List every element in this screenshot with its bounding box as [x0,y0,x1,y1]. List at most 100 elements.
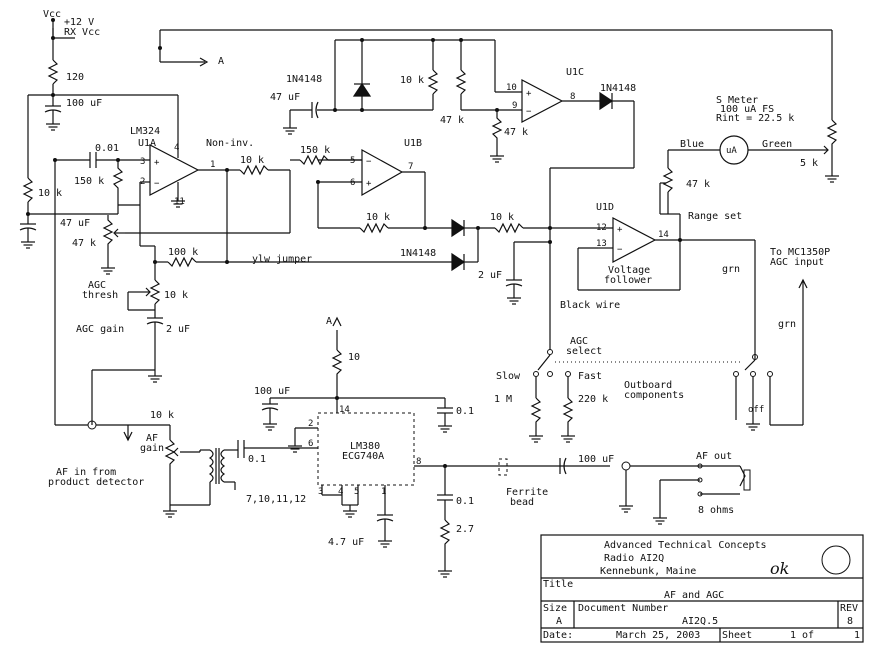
opamp-u1d [478,217,756,360]
label-black-wire: Black wire [560,300,620,311]
label-r10k-u1b: 10 k [366,212,390,223]
u1d-plus: + [617,225,623,235]
opamp-u1b [290,148,480,238]
u1d-minus: − [617,245,623,255]
opamp-u1a [53,95,290,425]
label-lm380-2: ECG740A [342,451,384,462]
u1c-minus: − [526,107,532,117]
label-r5k: 5 k [800,158,818,169]
title-block-text: Advanced Technical Concepts Radio AI2Q K… [543,540,860,641]
label-range-set: Range set [688,211,742,222]
label-to-mc1350-1: To MC1350P [770,247,830,258]
tb-sheet-of: 1 of [790,630,814,641]
title-block [540,534,864,643]
label-pins-list: 7,10,11,12 [246,494,306,505]
label-noninv: Non-inv. [206,138,254,149]
label-u1d: U1D [596,202,614,213]
label-d1n4148-top: 1N4148 [286,74,322,85]
pin-2: 2 [140,177,145,187]
label-lm380-1: LM380 [350,441,380,452]
label-c47uf-top: 47 uF [270,92,300,103]
label-grn-a: grn [722,264,740,275]
label-d1n4148-out: 1N4148 [600,83,636,94]
lm380-pin-2: 2 [308,419,313,429]
opamp-u1c [282,38,635,228]
label-grn-b: grn [778,319,796,330]
label-agc-select-2: select [566,346,602,357]
u1c-plus: + [526,89,532,99]
label-r1m: 1 M [494,394,512,405]
label-r150k-a: 150 k [74,176,104,187]
tb-date: March 25, 2003 [616,630,700,641]
pin-8: 8 [570,92,575,102]
label-to-mc1350-2: AGC input [770,257,824,268]
label-af-in-1: AF in from [56,467,116,478]
label-d1n4148-mid: 1N4148 [400,248,436,259]
tb-size: A [556,616,562,627]
labels-layer: Vcc +12 V RX Vcc 120 100 uF LM324 U1A No… [38,9,830,548]
label-r10k-u1c: 10 k [400,75,424,86]
tb-rev-label: REV [840,603,858,614]
label-lm324: LM324 [130,126,160,137]
label-plus12: +12 V [64,17,94,28]
label-c47uf-left: 47 uF [60,218,90,229]
label-u1c: U1C [566,67,584,78]
label-r10k-thresh: 10 k [164,290,188,301]
tb-radio: Radio AI2Q [604,553,664,564]
label-r47k-u1c-a: 47 k [440,115,464,126]
tb-docnum: AI2Q.5 [682,616,718,627]
pin-13: 13 [596,239,607,249]
u1b-plus: − [366,157,372,167]
label-voltage-follower-2: follower [604,275,652,286]
tb-location: Kennebunk, Maine [600,566,696,577]
tb-title-label: Title [543,579,573,590]
label-8ohms: 8 ohms [698,505,734,516]
label-af-in-2: product detector [48,477,144,488]
pin-5: 5 [350,156,355,166]
label-af-out: AF out [696,451,732,462]
label-c47uf-low: 4.7 uF [328,537,364,548]
label-voltage-follower-1: Voltage [608,265,650,276]
label-c2uf-mid: 2 uF [478,270,502,281]
label-r220k: 220 k [578,394,608,405]
label-c01-in: 0.1 [248,454,266,465]
tb-company: Advanced Technical Concepts [604,540,767,551]
label-r100k: 100 k [168,247,198,258]
label-slow: Slow [496,371,521,382]
u1b-minus: + [366,179,372,189]
agc-threshold-branch [91,210,479,425]
label-c01-low-right: 0.1 [456,406,474,417]
label-u1a: U1A [138,138,156,149]
label-smeter-1: S Meter [716,95,758,106]
label-r10k-u1a: 10 k [240,155,264,166]
lm380-pin-5: 5 [354,487,359,497]
label-r120: 120 [66,72,84,83]
s-meter [659,119,840,240]
u1a-minus: − [154,179,160,189]
label-fast: Fast [578,371,602,382]
label-c01-zobel: 0.1 [456,496,474,507]
label-r150k-u1b: 150 k [300,145,330,156]
label-r47k-u1c-b: 47 k [504,127,528,138]
pin-3: 3 [140,157,145,167]
tb-title: AF and AGC [664,590,724,601]
label-smeter-2: 100 uA FS [720,104,774,115]
label-ylw-jumper: ylw jumper [252,254,312,265]
label-agc-thresh-2: thresh [82,290,118,301]
tb-docnum-label: Document Number [578,603,668,614]
label-a-low: A [326,316,332,327]
label-rxvcc: RX Vcc [64,27,100,38]
label-meter-ua: uA [726,146,737,156]
vcc-supply [28,18,833,131]
label-r10-low: 10 [348,352,360,363]
label-r10k-af: 10 k [150,410,174,421]
pin-12: 12 [596,223,607,233]
label-r47k-left: 47 k [72,238,96,249]
label-smeter-3: Rint = 22.5 k [716,113,794,124]
pin-14: 14 [658,230,669,240]
label-vcc: Vcc [43,9,61,20]
lm380-pin-8: 8 [416,457,421,467]
lm380-pin-1: 1 [381,487,386,497]
audio-output [498,457,751,525]
